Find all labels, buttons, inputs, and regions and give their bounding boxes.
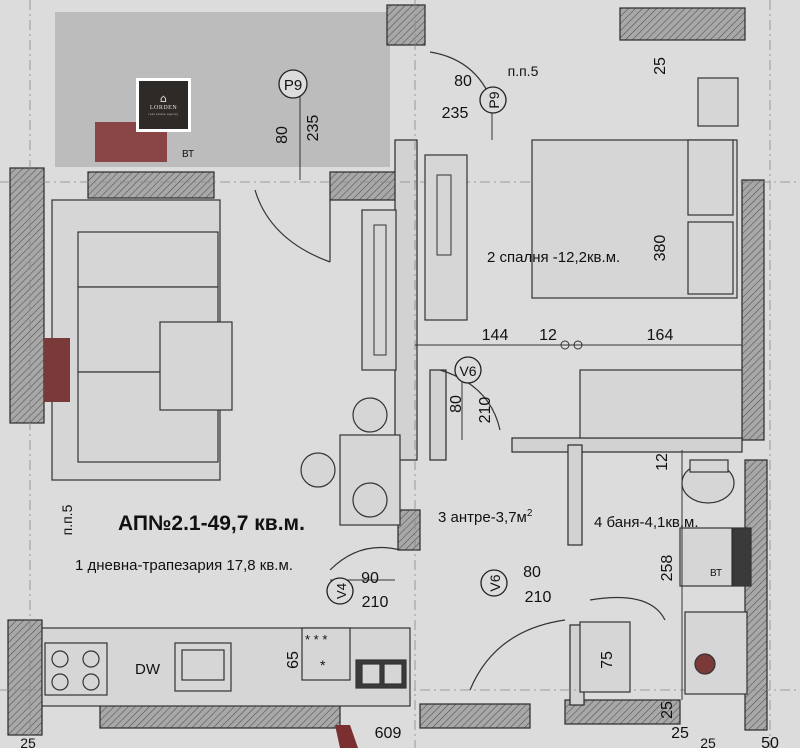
dim-65: 65 (285, 651, 302, 669)
bathroom-fixtures (679, 459, 752, 695)
marker-v4-label: V4 (334, 583, 349, 599)
dim-25-a: 25 (652, 57, 669, 75)
marker-p9a (278, 69, 308, 99)
marker-p9b (479, 86, 507, 114)
markers (278, 69, 508, 605)
logo-box: ⌂ LORDEN real estate agency (139, 81, 188, 129)
marker-p9a-label: P9 (284, 77, 302, 94)
marker-v6b (480, 569, 508, 597)
dim-80-a: 80 (274, 126, 291, 144)
dim-12-a: 12 (539, 327, 557, 344)
dim-75: 75 (599, 651, 616, 669)
bed (531, 77, 739, 299)
logo-sub-text: real estate agency (148, 112, 179, 116)
tv-red-block (44, 338, 70, 402)
apartment-title: АП№2.1-49,7 кв.м. (118, 512, 305, 535)
marker-v4 (326, 577, 354, 605)
marker-v6a (454, 356, 482, 384)
coffee-table (159, 321, 233, 411)
dim-80-c: 80 (448, 395, 465, 413)
walls (7, 4, 768, 736)
marker-v6b-label: V6 (487, 574, 503, 591)
dim-25-c: 25 (659, 701, 676, 719)
sofa (51, 199, 221, 481)
label-bt-2: ВТ (710, 568, 722, 579)
dim-164: 164 (647, 327, 674, 344)
dim-258: 258 (659, 555, 676, 582)
window-red-mark (335, 725, 358, 748)
dim-80-b: 80 (454, 73, 472, 90)
room-living-label: 1 дневна-трапезария 17,8 кв.м. (75, 557, 293, 574)
dim-12-b: 12 (654, 453, 671, 471)
dim-144: 144 (482, 327, 509, 344)
dim-609: 609 (375, 725, 402, 742)
room-hall-text: 3 антре-3,7м (438, 509, 527, 526)
house-icon: ⌂ (160, 92, 167, 105)
dim-90: 90 (361, 570, 379, 587)
dim-380: 380 (652, 235, 669, 262)
label-dw: DW (135, 661, 161, 678)
room-bedroom-label: 2 спалня -12,2кв.м. (487, 249, 620, 266)
room-bath-label: 4 баня-4,1кв.м. (594, 514, 699, 531)
marker-v6a-label: V6 (459, 363, 476, 379)
dim-235-b: 235 (442, 105, 469, 122)
dim-235-a: 235 (305, 115, 322, 142)
kitchen (41, 627, 411, 707)
dim-pp5-b: п.п.5 (59, 504, 75, 535)
shower-tray (579, 621, 631, 693)
dim-210-c: 210 (525, 589, 552, 606)
dim-210-a: 210 (477, 397, 494, 424)
label-stars-1: * * * (305, 632, 327, 647)
dimension-lines (299, 85, 742, 700)
dim-210-b: 210 (362, 594, 389, 611)
dim-25-b: 25 (671, 725, 689, 742)
marker-p9b-label: P9 (486, 91, 502, 108)
logo-brand-text: LORDEN (149, 105, 178, 111)
label-bt-1: ВТ (182, 149, 194, 160)
label-stars-2: * (320, 657, 326, 673)
dim-pp5-a: п.п.5 (508, 63, 539, 79)
room-hall-sup: 2 (527, 508, 533, 519)
bedroom-wardrobe (424, 154, 468, 321)
bedroom-desk (579, 369, 743, 439)
dining-table (300, 397, 401, 526)
room-hall-label: 3 антре-3,7м2 (438, 508, 533, 526)
dim-80-d: 80 (523, 564, 541, 581)
dim-25-d: 25 (700, 735, 716, 748)
dim-50: 50 (761, 735, 779, 748)
dim-25-e: 25 (20, 735, 36, 748)
lorden-logo: ⌂ LORDEN real estate agency (136, 78, 191, 132)
wardrobe (361, 209, 397, 371)
